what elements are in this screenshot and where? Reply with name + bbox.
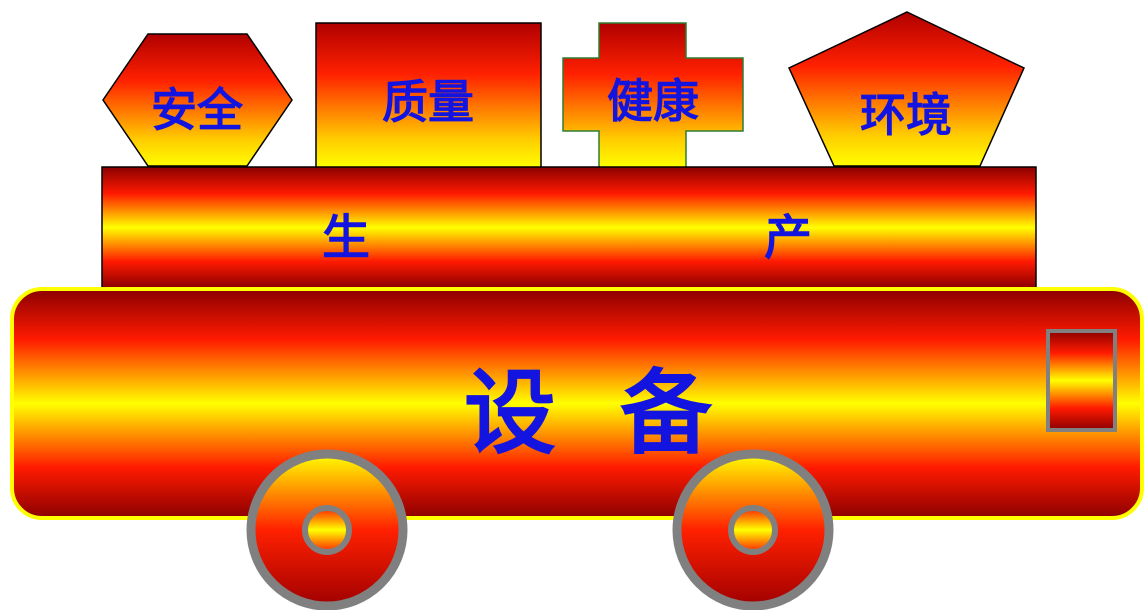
production-label-right: 产 (764, 210, 812, 266)
left-wheel (246, 449, 408, 610)
environment-block: 环境 (788, 11, 1025, 167)
right-wheel-hub (728, 505, 778, 555)
side-window (1046, 329, 1117, 432)
quality-block: 质量 (315, 22, 542, 169)
health-label: 健康 (607, 74, 699, 128)
equipment-label: 设 备 (464, 360, 713, 467)
health-block: 健康 (562, 22, 744, 169)
quality-label: 质量 (382, 75, 474, 129)
equipment-block: 设 备 (10, 287, 1144, 520)
production-block: 生 产 (101, 166, 1037, 289)
production-bar (101, 166, 1037, 289)
safety-block: 安全 (102, 33, 293, 167)
left-wheel-hub (302, 505, 352, 555)
safety-label: 安全 (151, 83, 244, 137)
right-wheel (672, 449, 834, 610)
pentagon-shape (788, 11, 1025, 167)
environment-label: 环境 (860, 88, 952, 142)
hexagon-shape (102, 33, 293, 167)
rectangle-shape (315, 22, 542, 169)
production-label-left: 生 (322, 210, 370, 266)
